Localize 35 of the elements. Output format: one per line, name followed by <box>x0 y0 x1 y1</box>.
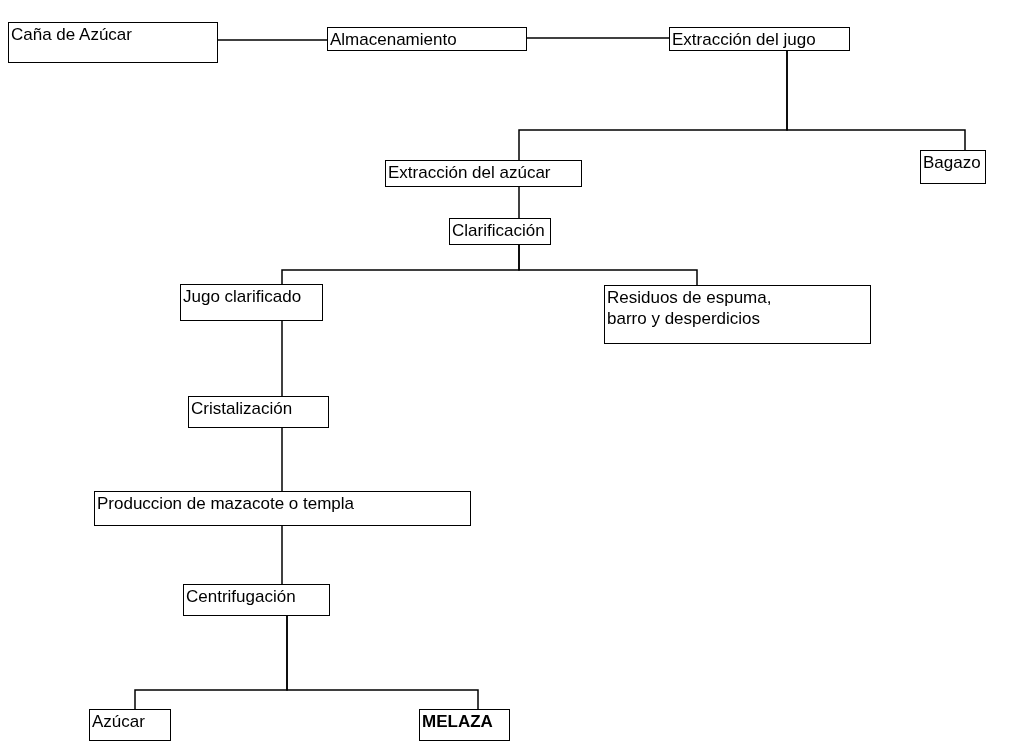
connector-line <box>281 427 283 492</box>
process-box <box>180 284 323 321</box>
step-label: Extracción del azúcar <box>388 162 552 183</box>
step-label: Caña de Azúcar <box>11 24 133 45</box>
process-box <box>419 709 510 741</box>
step-label: Bagazo <box>923 152 982 173</box>
connector-line <box>281 525 283 585</box>
process-box <box>183 584 330 616</box>
connector-line <box>281 320 283 397</box>
step-label: Almacenamiento <box>330 29 458 50</box>
step-label: Cristalización <box>191 398 294 419</box>
connector-line <box>526 37 670 39</box>
step-label: Jugo clarificado <box>183 286 303 307</box>
step-label: Centrifugación <box>186 586 297 607</box>
step-label: Azúcar <box>92 711 146 732</box>
step-label: Residuos de espuma, barro y desperdicios <box>607 287 773 329</box>
step-label: MELAZA <box>422 711 494 732</box>
process-box <box>327 27 527 51</box>
process-box <box>604 285 871 344</box>
step-label: Extracción del jugo <box>672 29 817 50</box>
connector-line <box>518 186 520 219</box>
process-box <box>669 27 850 51</box>
connector-line <box>786 50 966 151</box>
process-box <box>8 22 218 63</box>
process-box <box>920 150 986 184</box>
process-box <box>94 491 471 526</box>
connector-line <box>286 615 479 710</box>
connector-line <box>518 244 698 286</box>
connector-line <box>217 39 328 41</box>
process-box <box>188 396 329 428</box>
process-box <box>385 160 582 187</box>
step-label: Clarificación <box>452 220 546 241</box>
process-box <box>449 218 551 245</box>
step-label: Produccion de mazacote o templa <box>97 493 356 514</box>
process-box <box>89 709 171 741</box>
